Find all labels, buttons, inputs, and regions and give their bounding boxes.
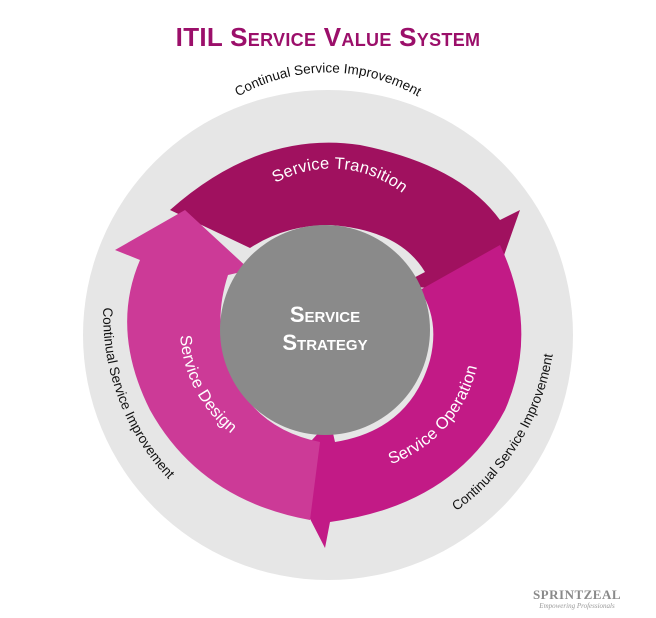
service-operation-arrow: [285, 245, 522, 548]
service-strategy-line1: Service: [290, 302, 360, 327]
diagram-title: ITIL Service Value System: [175, 22, 481, 52]
service-strategy-line2: Strategy: [282, 330, 367, 355]
service-strategy-core: [220, 225, 430, 435]
service-design-arrow: [115, 210, 320, 520]
logo-tagline: Empowering Professionals: [539, 602, 615, 610]
sprintzeal-logo: SPRINTZEAL Empowering Professionals: [522, 587, 632, 610]
logo-name: SPRINTZEAL: [532, 587, 622, 602]
service-transition-arrow: [170, 142, 520, 295]
